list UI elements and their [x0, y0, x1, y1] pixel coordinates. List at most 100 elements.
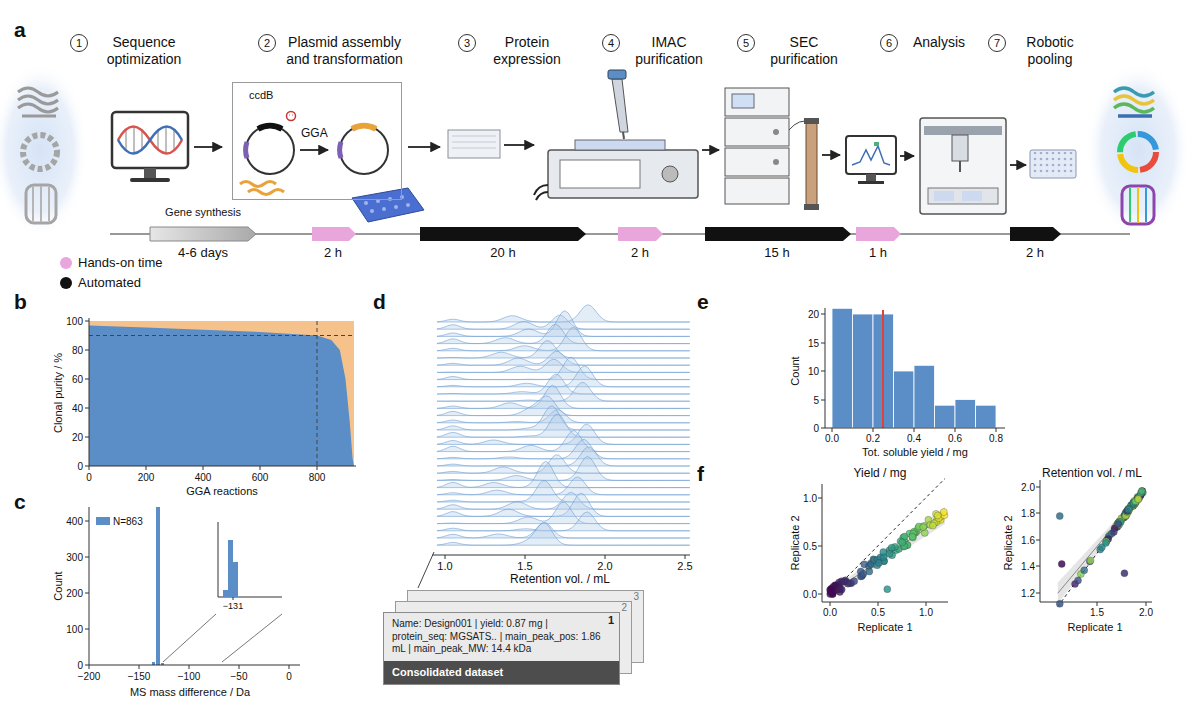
figure-label: −100 [178, 671, 201, 682]
right-protein-structures [1120, 134, 1156, 170]
plasmid-assembly-sketch [258, 126, 282, 129]
data-point [1056, 513, 1063, 520]
data-point [1125, 506, 1132, 513]
axis-tick [85, 629, 89, 630]
timeline [618, 227, 663, 241]
flow-arrow [194, 146, 222, 148]
plasmid-assembly-sketch [246, 142, 247, 158]
axis-tick [878, 602, 879, 606]
data-point [875, 559, 882, 566]
axis-tick [1097, 602, 1098, 606]
axis-tick [239, 665, 240, 669]
step-title: Robotic pooling [1012, 34, 1088, 68]
figure-label: −50 [231, 671, 248, 682]
card-number: 1 [608, 614, 614, 626]
data-point [1058, 560, 1065, 567]
figure-label: 2.5 [677, 560, 692, 572]
data-point [1121, 570, 1128, 577]
inset-bar [233, 562, 238, 597]
computer-monitor [144, 168, 156, 178]
figure-label: Retention vol. / mL [510, 573, 610, 586]
inset-tick [233, 597, 234, 600]
axis-tick [605, 555, 606, 559]
legend-swatch [96, 517, 110, 525]
figure-label: 1.5 [517, 560, 532, 572]
deep-well-plate [452, 136, 496, 148]
chromatogram-trace [437, 374, 690, 394]
figure-label: Count [52, 571, 64, 600]
figure-label: 300 [66, 552, 83, 563]
axis-tick [1036, 593, 1040, 594]
axis-line [89, 507, 90, 665]
figure-label: −150 [128, 671, 151, 682]
figure-label: 400 [195, 472, 212, 483]
plasmid-assembly-sketch [340, 142, 341, 158]
well-plate [400, 195, 404, 199]
data-point [828, 585, 835, 592]
histogram-bar [832, 308, 853, 428]
step-circle: 7 [988, 34, 1006, 52]
data-point [929, 522, 936, 529]
data-point [1102, 539, 1109, 546]
timeline [150, 227, 256, 241]
chromatogram-trace [437, 385, 690, 408]
imac-station [534, 70, 698, 200]
step-number: 4 [608, 38, 614, 49]
step-title: IMAC purification [626, 34, 712, 68]
axis-tick [85, 665, 89, 666]
data-point [880, 549, 887, 556]
figure-label: 0.5 [803, 541, 817, 552]
timeline [312, 227, 356, 241]
right-protein-structures [1122, 186, 1154, 224]
right-protein-structures [1129, 188, 1131, 222]
chromatogram-trace [437, 328, 690, 351]
chromatogram-trace [437, 424, 690, 444]
figure-label: Retention vol. / mL [1042, 467, 1142, 480]
imac-station [560, 160, 640, 188]
chromatogram-trace [437, 523, 690, 545]
analysis-monitor [874, 142, 879, 146]
axis-tick [89, 665, 90, 669]
axis-tick [85, 521, 89, 522]
axis-tick [685, 555, 686, 559]
well-plate [382, 207, 386, 211]
deep-well-plate [448, 130, 500, 158]
chromatogram-trace [437, 502, 690, 523]
data-point [884, 586, 891, 593]
well-plate [352, 188, 424, 222]
right-protein-structures [1120, 134, 1156, 170]
figure-label: Clonal purity / % [52, 353, 64, 433]
computer-monitor [130, 178, 170, 182]
pooled-plate [1032, 152, 1074, 176]
process-step: 1Sequence optimization [70, 34, 194, 68]
axis-line [89, 318, 90, 466]
data-point [1115, 521, 1122, 528]
figure-label: 0.6 [948, 433, 962, 444]
axis-tick [85, 321, 89, 322]
chromatogram-trace [437, 414, 690, 437]
axis-line [1040, 480, 1041, 602]
data-point [899, 539, 906, 546]
legend-text: N=863 [113, 516, 143, 527]
axis-line [89, 665, 300, 666]
legend-text: Hands-on time [78, 256, 163, 270]
timeline [1010, 227, 1061, 241]
zoom-line [163, 614, 216, 662]
chromatogram-trace [437, 439, 690, 459]
plasmid-assembly-sketch [240, 182, 284, 195]
panel-letter: d [373, 290, 386, 313]
chromatogram-trace [437, 431, 690, 452]
pipetting-robot [924, 126, 1002, 135]
axis-tick [85, 379, 89, 380]
figure-label: 0 [77, 660, 83, 671]
axis-line [432, 555, 690, 556]
figure-label: 15 [808, 338, 819, 349]
process-step: 4 IMAC purification [602, 34, 712, 68]
figure-label: 400 [66, 516, 83, 527]
pipetting-robot [920, 118, 1006, 214]
axis-tick [85, 557, 89, 558]
chromatogram-trace [437, 512, 690, 531]
data-point [841, 578, 848, 585]
axis-tick [85, 437, 89, 438]
